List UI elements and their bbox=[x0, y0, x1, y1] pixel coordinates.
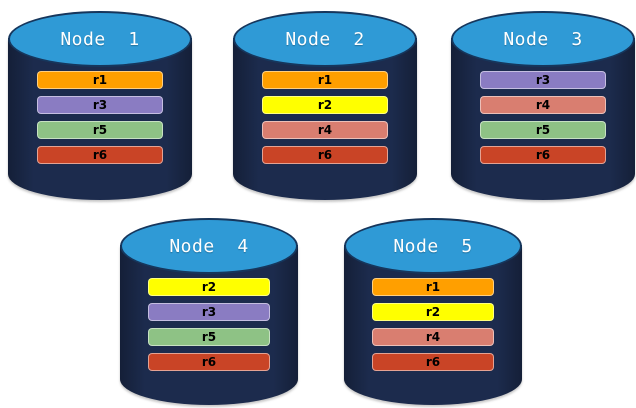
cylinder-body bbox=[120, 245, 298, 405]
replica-list: r1 r3 r5 r6 bbox=[37, 71, 163, 164]
cylinder-top: Node 4 bbox=[120, 218, 298, 274]
replica-bar: r3 bbox=[37, 96, 163, 114]
replica-label: r6 bbox=[201, 355, 217, 369]
replica-list: r1 r2 r4 r6 bbox=[262, 71, 388, 164]
replica-bar: r5 bbox=[148, 328, 270, 346]
replica-label: r5 bbox=[92, 123, 108, 137]
node-title: Node 5 bbox=[393, 235, 473, 257]
replica-label: r4 bbox=[535, 98, 551, 112]
replica-bar: r3 bbox=[148, 303, 270, 321]
node-title: Node 1 bbox=[60, 28, 140, 50]
replica-bar: r4 bbox=[480, 96, 606, 114]
replica-label: r6 bbox=[535, 148, 551, 162]
cylinder-top: Node 2 bbox=[233, 11, 417, 67]
replica-label: r4 bbox=[425, 330, 441, 344]
node-cylinder-4: Node 4 r2 r3 r5 r6 bbox=[120, 218, 298, 405]
replica-bar: r6 bbox=[262, 146, 388, 164]
replica-bar: r1 bbox=[37, 71, 163, 89]
replica-bar: r2 bbox=[262, 96, 388, 114]
replica-bar: r6 bbox=[148, 353, 270, 371]
replica-bar: r2 bbox=[148, 278, 270, 296]
node-title: Node 3 bbox=[503, 28, 583, 50]
replica-bar: r4 bbox=[372, 328, 494, 346]
replica-bar: r6 bbox=[480, 146, 606, 164]
replica-label: r2 bbox=[201, 280, 217, 294]
cylinder-top: Node 3 bbox=[451, 11, 635, 67]
replica-list: r2 r3 r5 r6 bbox=[148, 278, 270, 371]
replica-label: r3 bbox=[201, 305, 217, 319]
replica-label: r2 bbox=[317, 98, 333, 112]
cylinder-top: Node 1 bbox=[8, 11, 192, 67]
replica-bar: r6 bbox=[37, 146, 163, 164]
replica-label: r1 bbox=[317, 73, 333, 87]
replica-label: r3 bbox=[535, 73, 551, 87]
node-title: Node 2 bbox=[285, 28, 365, 50]
replica-list: r1 r2 r4 r6 bbox=[372, 278, 494, 371]
cylinder-body bbox=[344, 245, 522, 405]
replica-label: r5 bbox=[535, 123, 551, 137]
replica-label: r6 bbox=[92, 148, 108, 162]
replica-bar: r1 bbox=[372, 278, 494, 296]
replica-label: r3 bbox=[92, 98, 108, 112]
node-cylinder-5: Node 5 r1 r2 r4 r6 bbox=[344, 218, 522, 405]
replica-label: r1 bbox=[92, 73, 108, 87]
replica-bar: r3 bbox=[480, 71, 606, 89]
replica-bar: r2 bbox=[372, 303, 494, 321]
replica-bar: r5 bbox=[480, 121, 606, 139]
replica-bar: r5 bbox=[37, 121, 163, 139]
replica-label: r5 bbox=[201, 330, 217, 344]
replica-bar: r4 bbox=[262, 121, 388, 139]
node-title: Node 4 bbox=[169, 235, 249, 257]
replica-label: r4 bbox=[317, 123, 333, 137]
cylinder-top: Node 5 bbox=[344, 218, 522, 274]
node-cylinder-2: Node 2 r1 r2 r4 r6 bbox=[233, 11, 417, 200]
replica-list: r3 r4 r5 r6 bbox=[480, 71, 606, 164]
replica-label: r6 bbox=[425, 355, 441, 369]
replica-label: r2 bbox=[425, 305, 441, 319]
replica-bar: r1 bbox=[262, 71, 388, 89]
node-cylinder-1: Node 1 r1 r3 r5 r6 bbox=[8, 11, 192, 200]
replica-label: r6 bbox=[317, 148, 333, 162]
replica-label: r1 bbox=[425, 280, 441, 294]
replica-bar: r6 bbox=[372, 353, 494, 371]
node-cylinder-3: Node 3 r3 r4 r5 r6 bbox=[451, 11, 635, 200]
